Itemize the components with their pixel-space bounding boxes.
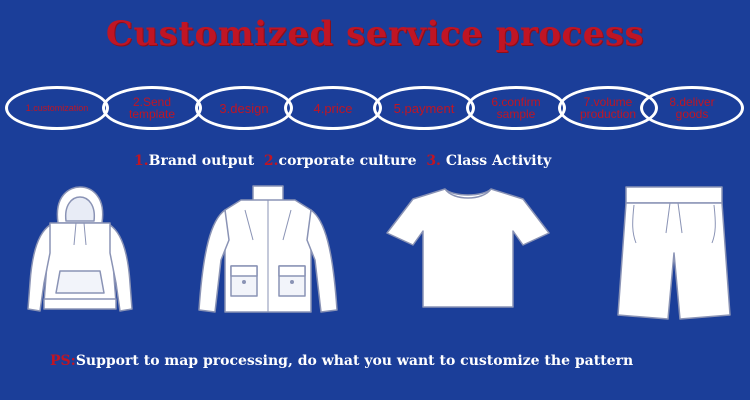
shorts-icon (617, 186, 731, 320)
category-number: 3. (426, 153, 441, 169)
process-steps: 1.customization 2.Send template 3.design… (0, 86, 750, 136)
step-2: 2.Send template (102, 86, 202, 130)
category-number: 1. (134, 153, 149, 169)
page-title: Customized service process (105, 14, 645, 54)
hoodie-icon (27, 186, 133, 312)
category-number: 2. (263, 153, 279, 169)
step-label: 1.customization (25, 102, 89, 113)
step-label: 2.Send template (128, 95, 176, 121)
jacket-icon (198, 185, 338, 313)
step-7: 7.volume production (558, 86, 658, 130)
step-label: 8.deliver goods (669, 95, 715, 121)
step-label: 6.confirm sample (491, 95, 541, 121)
step-label: 7.volume production (579, 95, 637, 121)
category-text: Class Activity (445, 153, 552, 169)
category-text: corporate culture (278, 153, 417, 169)
category-text: Brand output (148, 153, 255, 169)
step-5: 5.payment (373, 86, 475, 130)
step-8: 8.deliver goods (640, 86, 744, 130)
step-4: 4.price (284, 86, 382, 130)
ps-prefix: PS: (50, 353, 76, 369)
step-label: 5.payment (393, 100, 455, 116)
step-3: 3.design (195, 86, 293, 130)
tshirt-icon (386, 188, 550, 308)
step-label: 4.price (313, 100, 353, 116)
step-6: 6.confirm sample (466, 86, 566, 130)
step-1: 1.customization (5, 86, 109, 130)
ps-text: Support to map processing, do what you w… (75, 353, 634, 369)
category-line: 1.Brand output 2.corporate culture 3. Cl… (134, 153, 551, 169)
ps-note: PS:Support to map processing, do what yo… (50, 353, 633, 369)
step-label: 3.design (219, 100, 269, 116)
